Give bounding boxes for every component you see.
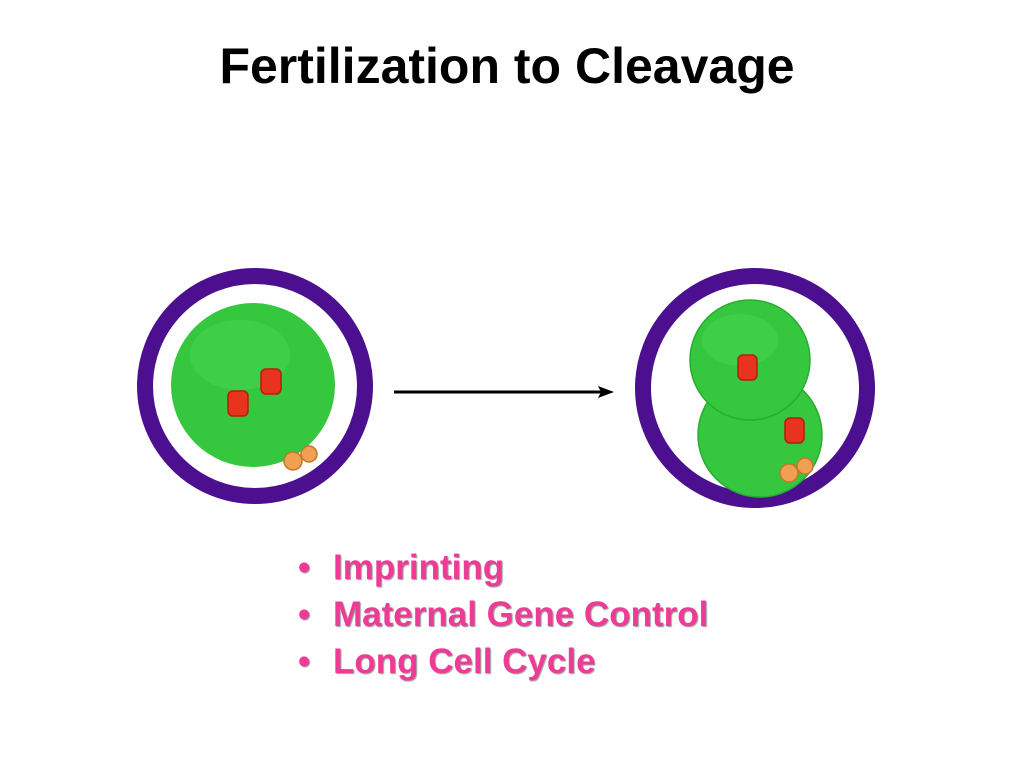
embryo-polar-body-1: [779, 463, 799, 483]
bullet-text: Maternal Gene Control: [333, 595, 709, 634]
bullet-item: • Long Cell Cycle: [298, 638, 708, 685]
bullet-text: Imprinting: [333, 548, 505, 587]
arrow-head: [598, 386, 614, 398]
zygote-stage: [137, 268, 373, 504]
zygote-zona-pellucida: [137, 268, 373, 504]
blastomere-top-highlight: [702, 314, 778, 366]
embryo-zona-pellucida: [635, 268, 875, 508]
bullet-list: • Imprinting • Maternal Gene Control • Long…: [298, 544, 708, 685]
blastomere-nucleus-2: [784, 417, 805, 444]
two-cell-stage: [635, 268, 875, 508]
blastomere-nucleus-1: [737, 354, 758, 381]
bullet-text: Long Cell Cycle: [333, 642, 596, 681]
pronucleus-2: [260, 368, 282, 395]
bullet-item: • Imprinting: [298, 544, 708, 591]
transition-arrow: [394, 386, 614, 398]
polar-body-2: [300, 445, 318, 463]
polar-body-1: [283, 451, 303, 471]
bullet-marker: •: [298, 642, 311, 681]
slide-title: Fertilization to Cleavage: [219, 38, 795, 94]
pronucleus-1: [227, 390, 249, 417]
bullet-marker: •: [298, 595, 311, 634]
bullet-item: • Maternal Gene Control: [298, 591, 708, 638]
bullet-marker: •: [298, 548, 311, 587]
embryo-polar-body-2: [796, 457, 814, 475]
